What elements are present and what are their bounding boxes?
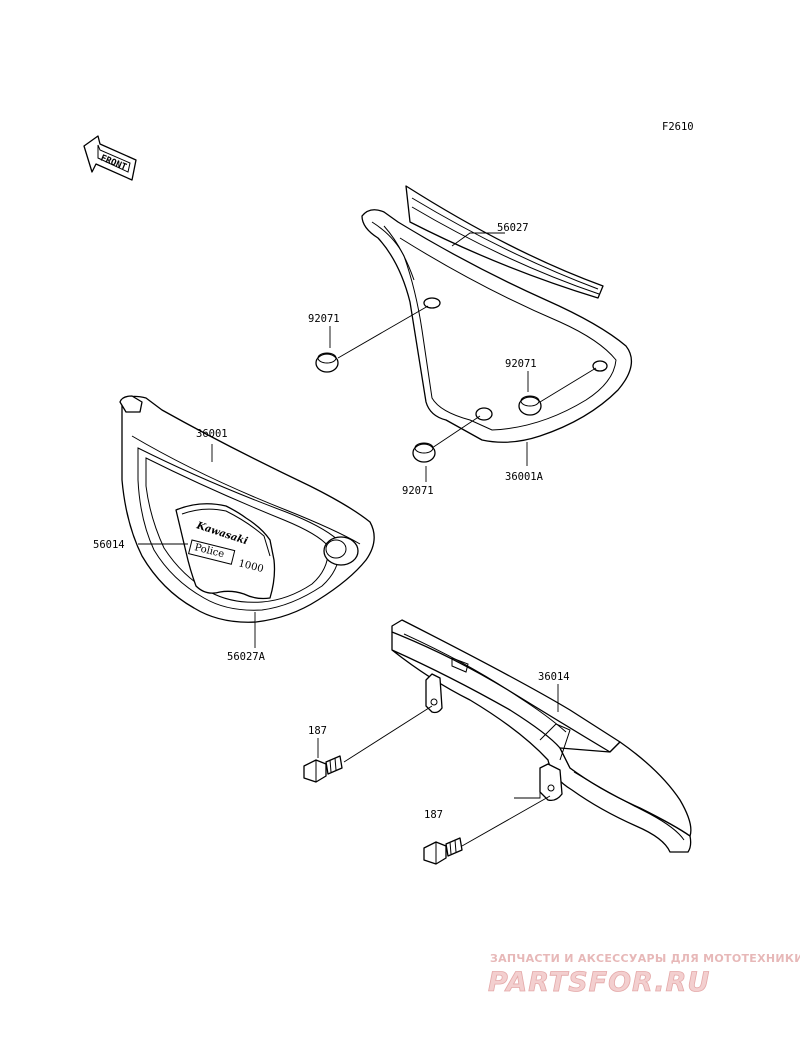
side-cover-right (361, 185, 633, 443)
grommet-92071-top (315, 352, 339, 373)
figure-code: F2610 (662, 121, 694, 133)
bolt-187-bottom (423, 837, 463, 865)
grommet-92071-right (518, 395, 542, 416)
callout-92071-bottom: 92071 (402, 485, 434, 497)
chain-cover-36014 (391, 619, 692, 853)
side-cover-left (119, 395, 375, 623)
front-arrow-icon: FRONT (83, 135, 137, 181)
trim-strip-56027 (405, 185, 604, 299)
callout-92071-top: 92071 (308, 313, 340, 325)
callout-92071-right: 92071 (505, 358, 537, 370)
callout-36001: 36001 (196, 428, 228, 440)
callout-56027: 56027 (497, 222, 529, 234)
callout-36014: 36014 (538, 671, 570, 683)
watermark-tagline: ЗАПЧАСТИ И АКСЕССУАРЫ ДЛЯ МОТОТЕХНИКИ (490, 952, 800, 965)
callout-36001a: 36001A (505, 471, 544, 483)
grommet-92071-bottom (412, 442, 436, 463)
emblem-56014: Kawasaki Police 1000 (175, 503, 276, 600)
watermark: ЗАПЧАСТИ И АКСЕССУАРЫ ДЛЯ МОТОТЕХНИКИ PA… (488, 952, 800, 998)
callout-56014-emblem: 56014 (93, 539, 125, 551)
callout-56027a: 56027A (227, 651, 266, 663)
callout-187-top: 187 (308, 725, 327, 737)
callout-187-bottom: 187 (424, 809, 443, 821)
watermark-logo: PARTSFOR.RU (488, 967, 710, 998)
bolt-187-top (303, 755, 343, 783)
